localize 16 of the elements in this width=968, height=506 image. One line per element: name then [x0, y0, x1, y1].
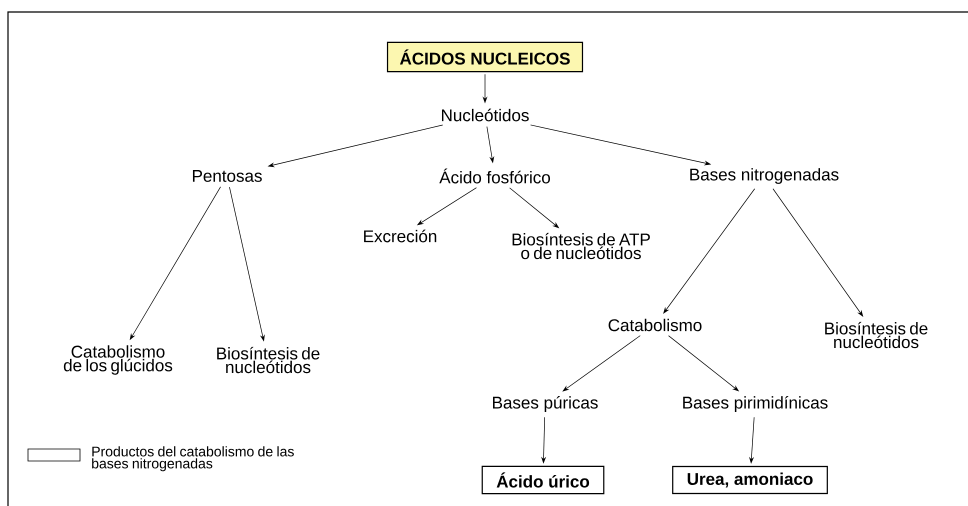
product-box: Ácido úrico [482, 466, 604, 494]
concept-label: Catabolismo de los glúcidos [64, 345, 172, 375]
product-box: Urea, amoniaco [672, 466, 828, 494]
concept-label: Biosíntesis de nucleótidos [217, 346, 320, 374]
concept-label: Pentosas [192, 170, 262, 182]
concept-label: Ácido fosfórico [439, 168, 550, 184]
title-box: ÁCIDOS NUCLEICOS [386, 42, 584, 72]
concept-label: Catabolismo [608, 318, 702, 332]
concept-label: Biosíntesis de nucleótidos [825, 322, 928, 348]
concept-label: Bases pirimidínicas [683, 396, 828, 412]
concept-label: Nucleótidos [442, 108, 529, 122]
concept-label: Bases púricas [493, 396, 598, 412]
concept-label: Bases nitrogenadas [690, 168, 838, 184]
legend-text: Productos del catabolismo de las bases nitrogenadas [92, 446, 294, 472]
concept-label: Excreción [364, 230, 436, 242]
concept-label: Biosíntesis de ATP o de nucleótidos [512, 232, 650, 260]
